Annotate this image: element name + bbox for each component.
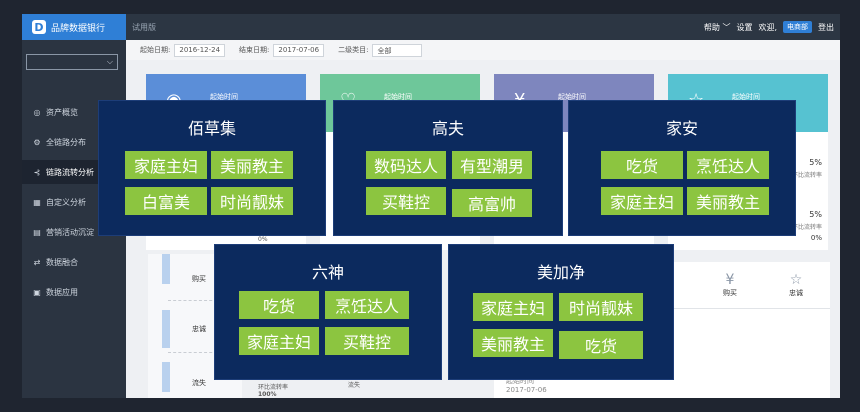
stage-lost: 流失 — [192, 379, 206, 387]
merge-icon: ⇄ — [33, 257, 41, 267]
divider — [168, 300, 238, 301]
star-icon: ☆ — [789, 272, 803, 288]
end-date-label: 结束日期: — [239, 46, 270, 54]
campaign-icon: ▤ — [33, 227, 41, 237]
end-date-input[interactable]: 2017-07-06 — [273, 43, 325, 57]
start-date: 2017-07-06 — [506, 386, 547, 394]
persona-tag: 买鞋控 — [366, 187, 446, 215]
brand-popup-meijiajing: 美加净 家庭主妇 时尚靓妹 美丽教主 吃货 — [448, 244, 674, 380]
popup-title: 家安 — [665, 119, 698, 138]
chevron-down-icon: ﹀ — [722, 22, 731, 32]
settings-link[interactable]: 设置 — [736, 22, 753, 32]
grid-icon: ▦ — [33, 197, 41, 207]
persona-tag: 白富美 — [125, 187, 207, 215]
sidebar-item-data-fusion[interactable]: ⇄ 数据融合 — [33, 257, 78, 267]
zero-rate: 0% — [258, 236, 268, 243]
chain-icon: ⚙ — [33, 137, 41, 147]
brand[interactable]: D 品牌数据银行 — [22, 14, 126, 40]
rate-label: 环比流转率 — [791, 172, 822, 179]
category-label: 二级类目: — [338, 46, 369, 54]
start-date-label: 起始日期: — [140, 46, 171, 54]
brand-popup-liushen: 六神 吃货 烹饪达人 家庭主妇 买鞋控 — [214, 244, 442, 380]
brand-select[interactable]: ⌵ — [26, 54, 118, 70]
start-date-input[interactable]: 2016-12-24 — [174, 43, 226, 57]
eye-icon: ◎ — [33, 107, 41, 117]
persona-tag: 美丽教主 — [687, 187, 769, 215]
brand-logo-icon: D — [32, 20, 46, 34]
persona-tag: 吃货 — [239, 291, 319, 319]
persona-tag: 家庭主妇 — [601, 187, 683, 215]
rate-value: 5% — [809, 158, 822, 167]
persona-tag: 有型潮男 — [452, 151, 532, 179]
sidebar-item-campaign[interactable]: ▤ 营销活动沉淀 — [33, 227, 94, 237]
sidebar-item-asset-overview[interactable]: ◎ 资产概览 — [33, 107, 79, 117]
persona-tag: 吃货 — [559, 331, 643, 359]
lost-text: 流失 — [348, 382, 361, 389]
top-right-menu: 帮助 ﹀ 设置 欢迎, 电商部 登出 — [704, 21, 834, 33]
welcome-text: 欢迎, — [758, 22, 777, 32]
persona-tag: 美丽教主 — [473, 329, 553, 357]
persona-tag: 烹饪达人 — [687, 151, 769, 179]
funnel-arrow — [162, 310, 170, 348]
loyal-tab[interactable]: ☆ 忠诚 — [776, 272, 816, 298]
help-menu[interactable]: 帮助 ﹀ — [703, 22, 731, 32]
persona-tag: 美丽教主 — [211, 151, 293, 179]
ratio-label: 环比流转率 — [258, 384, 289, 391]
funnel-arrow — [162, 362, 170, 392]
brand-popup-jiaan: 家安 吃货 烹饪达人 家庭主妇 美丽教主 — [568, 100, 796, 236]
app-icon: ▣ — [33, 287, 41, 297]
persona-tag: 家庭主妇 — [239, 327, 319, 355]
start-caption: 起始时间 — [506, 377, 534, 385]
stage-loyal: 忠诚 — [192, 325, 206, 333]
dept-badge: 电商部 — [783, 21, 812, 33]
buy-tab[interactable]: ¥ 购买 — [710, 272, 750, 298]
chevron-down-icon: ⌵ — [106, 57, 113, 66]
ratio-value: 100% — [258, 391, 277, 398]
sidebar-item-full-chain[interactable]: ⚙ 全链路分布 — [33, 137, 86, 147]
persona-tag: 时尚靓妹 — [559, 293, 643, 321]
persona-tag: 家庭主妇 — [125, 151, 207, 179]
brand-popup-baicaoji: 佰草集 家庭主妇 美丽教主 白富美 时尚靓妹 — [98, 100, 326, 236]
persona-tag: 家庭主妇 — [473, 293, 553, 321]
rate-zero: 0% — [810, 234, 822, 242]
persona-tag: 数码达人 — [366, 151, 446, 179]
persona-tag: 烹饪达人 — [325, 291, 409, 319]
persona-tag: 时尚靓妹 — [211, 187, 293, 215]
category-select[interactable]: 全部 — [372, 43, 423, 57]
popup-title: 美加净 — [536, 263, 585, 282]
persona-tag: 吃货 — [601, 151, 683, 179]
stage-buy: 购买 — [192, 275, 206, 283]
persona-tag: 买鞋控 — [325, 327, 409, 355]
share-icon: ⊰ — [33, 167, 41, 177]
brand-popup-gaofu: 高夫 数码达人 有型潮男 买鞋控 高富帅 — [333, 100, 563, 236]
yen-icon: ¥ — [725, 272, 735, 288]
rate-value: 5% — [809, 210, 822, 219]
top-bar: D 品牌数据银行 试用版 帮助 ﹀ 设置 欢迎, 电商部 登出 — [22, 14, 840, 40]
app-window: D 品牌数据银行 试用版 帮助 ﹀ 设置 欢迎, 电商部 登出 ⌵ ◎ 资产概览… — [22, 14, 840, 398]
rate-label: 环比流转率 — [791, 224, 822, 231]
brand-name: 品牌数据银行 — [51, 23, 106, 34]
popup-title: 六神 — [311, 263, 344, 282]
filter-bar: 起始日期: 2016-12-24 结束日期: 2017-07-06 二级类目: … — [126, 40, 840, 60]
persona-tag: 高富帅 — [452, 189, 532, 217]
funnel-arrow — [162, 254, 170, 284]
popup-title: 佰草集 — [187, 119, 236, 138]
trial-label: 试用版 — [132, 23, 156, 32]
divider — [168, 352, 238, 353]
sidebar-item-custom-analysis[interactable]: ▦ 自定义分析 — [33, 197, 86, 207]
sidebar-item-data-app[interactable]: ▣ 数据应用 — [33, 287, 78, 297]
logout-link[interactable]: 登出 — [818, 22, 834, 32]
popup-title: 高夫 — [431, 119, 464, 138]
